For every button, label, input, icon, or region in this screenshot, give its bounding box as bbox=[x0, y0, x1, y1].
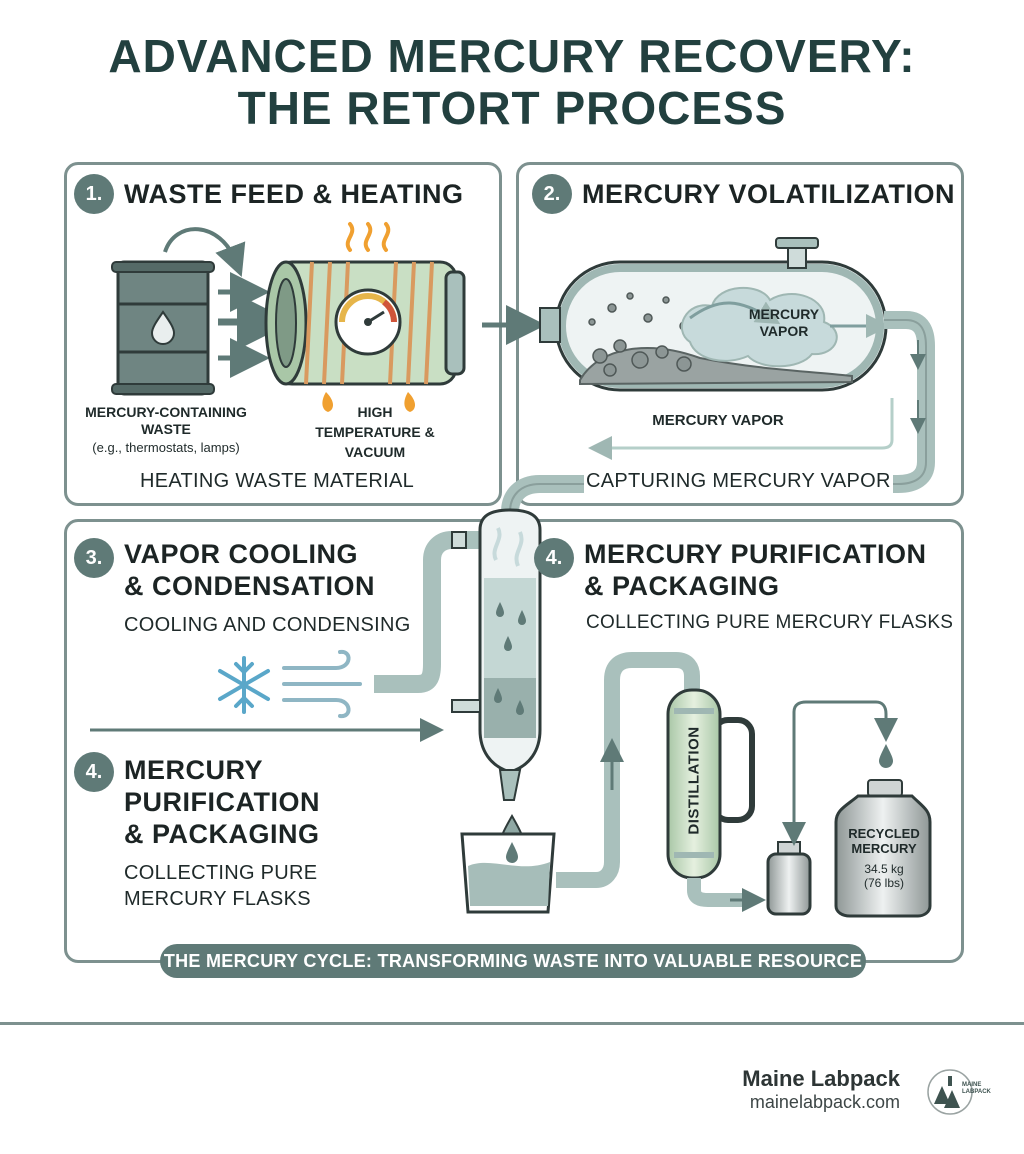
mercury-cycle-banner: THE MERCURY CYCLE: TRANSFORMING WASTE IN… bbox=[160, 944, 866, 978]
step-3-badge: 3. bbox=[74, 538, 114, 578]
brand-url[interactable]: mainelabpack.com bbox=[749, 1092, 900, 1112]
drum-icon bbox=[111, 260, 215, 396]
waste-examples: (e.g., thermostats, lamps) bbox=[92, 440, 240, 455]
step-2-badge: 2. bbox=[532, 174, 572, 214]
step-2-caption: CAPTURING MERCURY VAPOR bbox=[584, 470, 893, 493]
vapor-inner-label: MERCURY VAPOR bbox=[748, 306, 820, 339]
footer-divider bbox=[0, 1022, 1024, 1025]
step-1-heading: WASTE FEED & HEATING bbox=[124, 179, 464, 209]
step-4a-badge: 4. bbox=[534, 538, 574, 578]
logo-text: MAINE LABPACK bbox=[962, 1082, 991, 1095]
logo-icon bbox=[927, 1069, 973, 1115]
volatilization-vessel-icon bbox=[539, 237, 890, 392]
page-title: ADVANCED MERCURY RECOVERY: THE RETORT PR… bbox=[0, 30, 1024, 134]
flame-icon bbox=[322, 392, 333, 412]
step-4a-heading: MERCURY PURIFICATION & PACKAGING bbox=[584, 539, 927, 601]
title-line-2: THE RETORT PROCESS bbox=[237, 82, 787, 134]
flask-label: RECYCLED MERCURY 34.5 kg (76 lbs) bbox=[848, 826, 920, 890]
beaker-icon bbox=[460, 832, 556, 914]
step-2-heading: MERCURY VOLATILIZATION bbox=[582, 179, 955, 209]
step-4a-caption: COLLECTING PURE MERCURY FLASKS bbox=[586, 612, 954, 633]
condenser-icon bbox=[374, 508, 542, 801]
vapor-pipe bbox=[501, 311, 935, 520]
step-3-caption: COOLING AND CONDENSING bbox=[124, 614, 411, 636]
flame-icon bbox=[404, 392, 415, 412]
flask-icon bbox=[766, 700, 932, 918]
distillation-label: DISTILLATION bbox=[685, 726, 703, 835]
step-1-caption: HEATING WASTE MATERIAL bbox=[140, 470, 415, 492]
step-3-heading: VAPOR COOLING & CONDENSATION bbox=[124, 539, 376, 601]
wind-icon bbox=[282, 649, 362, 719]
step-4b-caption: COLLECTING PURE MERCURY FLASKS bbox=[124, 862, 318, 910]
waste-label: MERCURY-CONTAINING WASTE bbox=[85, 404, 247, 437]
step-1-badge: 1. bbox=[74, 174, 114, 214]
heat-waves-icon bbox=[345, 222, 391, 252]
gauge-icon bbox=[334, 288, 402, 356]
snowflake-icon bbox=[218, 656, 270, 714]
step-4b-heading: MERCURY PURIFICATION & PACKAGING bbox=[124, 755, 320, 849]
step-4b-badge: 4. bbox=[74, 752, 114, 792]
heat-label: HIGH TEMPERATURE & VACUUM bbox=[315, 404, 435, 460]
vapor-label: MERCURY VAPOR bbox=[652, 412, 784, 429]
title-line-1: ADVANCED MERCURY RECOVERY: bbox=[108, 30, 916, 82]
distillation-column-icon bbox=[666, 688, 766, 912]
brand-name: Maine Labpack bbox=[742, 1066, 900, 1091]
brand: Maine Labpack mainelabpack.com bbox=[742, 1066, 900, 1113]
